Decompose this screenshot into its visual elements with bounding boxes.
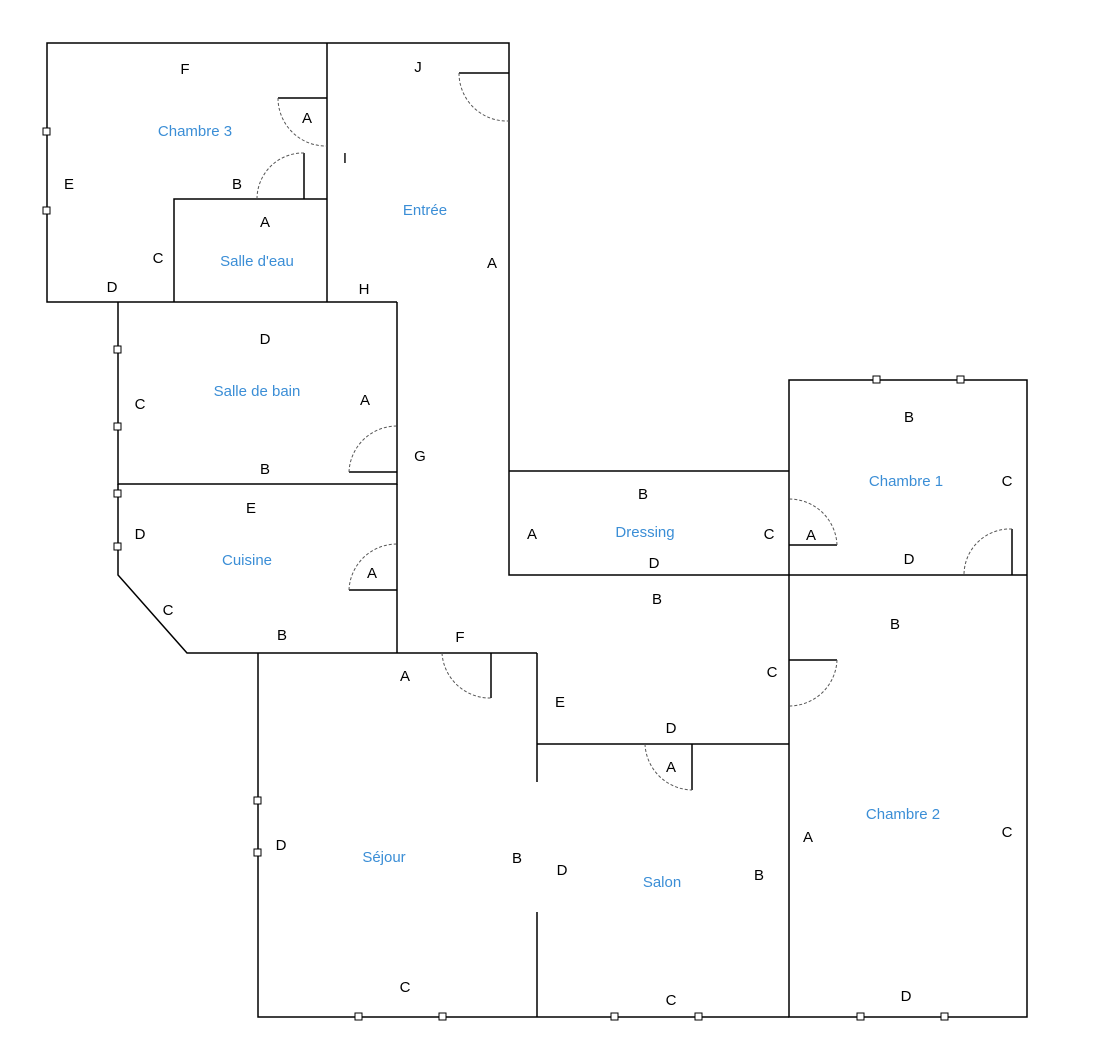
door-salon-arc (644, 743, 693, 791)
label-hall-top: B (652, 591, 662, 608)
label-chambre2-top: B (890, 616, 900, 633)
room-name-salle-bain: Salle de bain (214, 383, 301, 400)
window-salle-bain-1 (113, 345, 122, 354)
label-hall-corner: F (455, 629, 464, 646)
window-cuisine-1 (113, 489, 122, 498)
wall-chambre1 (788, 379, 1028, 575)
windows (42, 127, 965, 1021)
room-name-salon: Salon (643, 874, 681, 891)
wall-chambre3-outer (46, 42, 327, 303)
wall-entree-top (327, 42, 510, 471)
label-chambre2-bottom: D (901, 988, 912, 1005)
label-salon-bottom: C (666, 992, 677, 1009)
wall-sejour (257, 653, 789, 1018)
door-cuisine-arc (348, 543, 398, 591)
wall-dressing-bottom (508, 471, 1027, 576)
label-salon-top: A (666, 759, 676, 776)
window-salon-2 (694, 1012, 703, 1021)
label-salon-left: D (557, 862, 568, 879)
label-entree-bottom: H (359, 281, 370, 298)
room-name-sejour: Séjour (362, 849, 405, 866)
room-name-dressing: Dressing (615, 524, 674, 541)
door-dressing-arc (788, 498, 838, 546)
label-salle-eau-top: A (260, 214, 270, 231)
label-entree-top: J (414, 59, 422, 76)
room-name-cuisine: Cuisine (222, 552, 272, 569)
label-salle-bain-left: C (135, 396, 146, 413)
door-salle-bain-arc (348, 425, 398, 473)
label-dressing-right: C (764, 526, 775, 543)
walls (46, 42, 1028, 1018)
window-chambre2-2 (940, 1012, 949, 1021)
door-salle-eau-arc (256, 152, 305, 200)
label-hall-corner-a: A (400, 668, 410, 685)
label-chambre2-left: A (803, 829, 813, 846)
window-salon-1 (610, 1012, 619, 1021)
door-chambre3-arc (277, 97, 328, 147)
label-entree-left: I (343, 150, 347, 167)
label-cuisine-bottom: B (277, 627, 287, 644)
label-chambre3-left: E (64, 176, 74, 193)
label-entree-right: A (487, 255, 497, 272)
wall-cuisine (117, 484, 537, 654)
wall-chambre2 (788, 575, 1028, 1018)
wall-salle-bain (117, 302, 398, 485)
label-salle-bain-bottom: B (260, 461, 270, 478)
door-chambre1-arc (963, 528, 1013, 576)
window-salle-bain-2 (113, 422, 122, 431)
label-chambre2-right: C (1002, 824, 1013, 841)
label-salle-bain-top: D (260, 331, 271, 348)
label-chambre3-door-small: A (302, 110, 312, 127)
label-cuisine-door: A (367, 565, 377, 582)
window-sejour-bottom-2 (438, 1012, 447, 1021)
room-names: Chambre 3 Entrée Salle d'eau Salle de ba… (158, 123, 943, 891)
label-sejour-left: D (276, 837, 287, 854)
door-sejour-arc (441, 652, 492, 699)
room-name-chambre3: Chambre 3 (158, 123, 232, 140)
label-hall-bottom: D (666, 720, 677, 737)
label-hall-left: E (555, 694, 565, 711)
label-hall-right: C (767, 664, 778, 681)
label-chambre3-inner: C (153, 250, 164, 267)
window-chambre1-1 (872, 375, 881, 384)
label-chambre1-door: A (806, 527, 816, 544)
label-salon-right: B (754, 867, 764, 884)
label-cuisine-top: E (246, 500, 256, 517)
label-chambre3-door-b: B (232, 176, 242, 193)
label-salle-bain-right: A (360, 392, 370, 409)
room-name-chambre2: Chambre 2 (866, 806, 940, 823)
label-chambre1-bottom: D (904, 551, 915, 568)
label-chambre1-top: B (904, 409, 914, 426)
label-cuisine-diag: C (163, 602, 174, 619)
door-entree-arc (458, 72, 510, 122)
window-sejour-left-1 (253, 796, 262, 805)
label-sejour-bottom: C (400, 979, 411, 996)
room-name-salle-eau: Salle d'eau (220, 253, 294, 270)
window-sejour-bottom-1 (354, 1012, 363, 1021)
label-dressing-bottom: D (649, 555, 660, 572)
window-cuisine-2 (113, 542, 122, 551)
window-chambre2-1 (856, 1012, 865, 1021)
wall-salle-eau (173, 198, 327, 302)
window-chambre3-1 (42, 127, 51, 136)
label-salle-bain-outer: G (414, 448, 426, 465)
window-sejour-left-2 (253, 848, 262, 857)
label-dressing-left: A (527, 526, 537, 543)
label-dressing-top: B (638, 486, 648, 503)
label-chambre3-bottom: D (107, 279, 118, 296)
doors (256, 72, 1013, 791)
window-chambre3-2 (42, 206, 51, 215)
label-sejour-right: B (512, 850, 522, 867)
label-chambre3-top: F (180, 61, 189, 78)
door-chambre2-arc (788, 659, 838, 707)
room-name-chambre1: Chambre 1 (869, 473, 943, 490)
wall-labels: F E D C A B J I A H A D C A B G E D C B … (64, 59, 1013, 1009)
label-cuisine-left: D (135, 526, 146, 543)
label-chambre1-right: C (1002, 473, 1013, 490)
room-name-entree: Entrée (403, 202, 447, 219)
window-chambre1-2 (956, 375, 965, 384)
